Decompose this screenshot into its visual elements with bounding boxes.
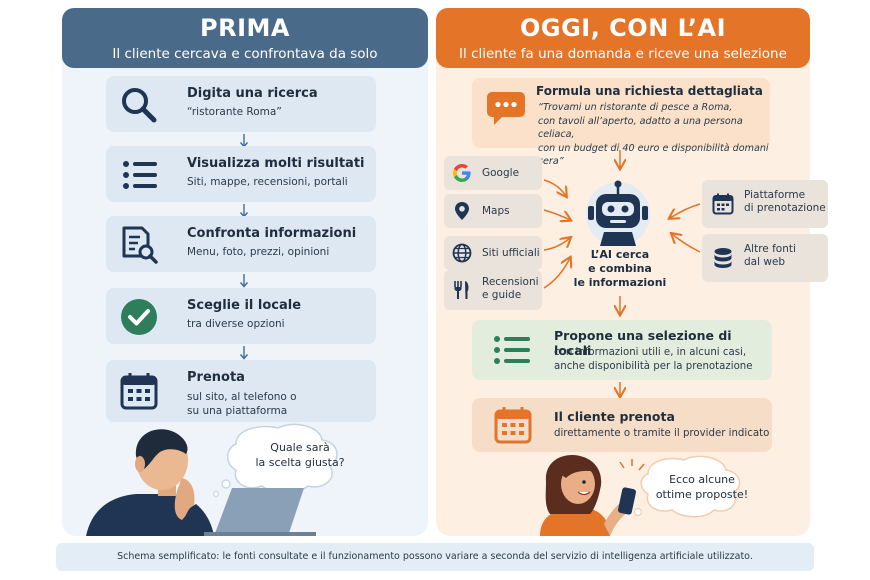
source-label-line: di prenotazione <box>744 202 826 214</box>
happy-person-illustration <box>540 455 741 536</box>
source-reviews: Recensioni e guide <box>444 270 542 310</box>
request-line: con un budget di 40 euro e disponibilità… <box>538 142 769 168</box>
source-booking-platforms: Piattaforme di prenotazione <box>702 180 828 228</box>
thought-line: Quale sarà <box>270 441 330 454</box>
step-title: Digita una ricerca <box>187 86 318 101</box>
robot-icon <box>586 180 650 246</box>
calendar-small-icon <box>712 193 734 215</box>
step-search: Digita una ricerca “ristorante Roma” <box>106 76 376 132</box>
source-label-line: Piattaforme <box>744 189 806 201</box>
step-results: Visualizza molti risultati Siti, mappe, … <box>106 146 376 202</box>
thinking-person-illustration <box>86 423 338 536</box>
step-desc: Siti, mappe, recensioni, portali <box>187 176 348 188</box>
request-title: Formula una richiesta dettagliata <box>536 84 763 98</box>
proposal-box: Propone una selezione di locali con info… <box>472 320 772 380</box>
globe-icon <box>452 243 472 263</box>
source-label: Altre fonti dal web <box>744 243 796 269</box>
step-title: Sceglie il locale <box>187 298 302 313</box>
thought-bubble: Quale sarà la scelta giusta? <box>238 440 362 470</box>
step-desc: “ristorante Roma” <box>187 106 282 118</box>
step-desc: Menu, foto, prezzi, opinioni <box>187 246 330 258</box>
request-line: “Trovami un ristorante di pesce a Roma, <box>538 102 733 113</box>
proposal-title: Propone una selezione di locali <box>554 328 732 358</box>
chat-bubble-icon <box>487 92 525 125</box>
calendar-icon <box>120 373 158 410</box>
ai-caption: L’AI cerca e combina le informazioni <box>560 248 680 290</box>
today-panel: OGGI, CON L’AI Il cliente fa una domanda… <box>436 8 828 536</box>
request-quote: “Trovami un ristorante di pesce a Roma, … <box>538 101 770 169</box>
step-desc-line: sul sito, al telefono o <box>187 391 297 403</box>
source-maps: Maps <box>444 194 542 228</box>
search-icon <box>122 88 157 123</box>
today-subtitle: Il cliente fa una domanda e riceve una s… <box>459 46 787 62</box>
source-label: Piattaforme di prenotazione <box>744 189 826 215</box>
request-box: Formula una richiesta dettagliata “Trova… <box>472 78 770 167</box>
source-other-web: Altre fonti dal web <box>702 234 828 282</box>
step-compare: Confronta informazioni Menu, foto, prezz… <box>106 216 376 272</box>
step-title: Prenota <box>187 370 245 385</box>
speech-line: ottime proposte! <box>655 488 749 501</box>
step-desc: tra diverse opzioni <box>187 318 285 330</box>
footer-note: Schema semplificato: le fonti consultate… <box>56 543 814 571</box>
map-pin-icon <box>455 202 469 220</box>
fork-knife-icon <box>454 281 469 299</box>
proposal-desc: con informazioni utili e, in alcuni casi… <box>554 346 753 374</box>
source-label: Maps <box>482 205 510 217</box>
ai-caption-line: e combina <box>588 262 652 275</box>
booking-title: Il cliente prenota <box>554 409 675 424</box>
before-panel: PRIMA Il cliente cercava e confrontava d… <box>62 8 428 536</box>
booking-desc: direttamente o tramite il provider indic… <box>554 428 770 439</box>
booking-box: Il cliente prenota direttamente o tramit… <box>472 398 772 452</box>
speech-line: Ecco alcune <box>669 473 735 486</box>
flow-arrows <box>543 150 701 536</box>
proposal-line: anche disponibilità per la prenotazione <box>554 361 753 372</box>
today-title: OGGI, CON L’AI <box>519 14 727 42</box>
source-official-sites: Siti ufficiali <box>444 236 542 270</box>
ai-caption-line: L’AI cerca <box>590 248 650 261</box>
step-desc: sul sito, al telefono o su una piattafor… <box>187 390 297 418</box>
source-label-line: dal web <box>744 256 786 268</box>
source-label-line: e guide <box>482 289 522 301</box>
step-title: Confronta informazioni <box>187 226 357 241</box>
source-google: Google <box>444 156 542 190</box>
list-icon <box>494 336 530 364</box>
thought-line: la scelta giusta? <box>255 456 345 469</box>
source-label-line: Altre fonti <box>744 243 796 255</box>
step-choose: Sceglie il locale tra diverse opzioni <box>106 288 376 344</box>
google-icon <box>453 164 471 182</box>
document-search-icon <box>122 226 158 264</box>
before-subtitle: Il cliente cercava e confrontava da solo <box>112 46 378 62</box>
source-label: Recensioni e guide <box>482 276 539 302</box>
source-label-line: Recensioni <box>482 276 539 288</box>
step-desc-line: su una piattaforma <box>187 405 288 417</box>
proposal-line: con informazioni utili e, in alcuni casi… <box>554 347 747 358</box>
today-header: OGGI, CON L’AI Il cliente fa una domanda… <box>436 8 810 68</box>
step-book: Prenota sul sito, al telefono o su una p… <box>106 360 376 422</box>
request-line: con tavoli all’aperto, adatto a una pers… <box>538 115 743 141</box>
before-header: PRIMA Il cliente cercava e confrontava d… <box>62 8 428 68</box>
speech-bubble: Ecco alcune ottime proposte! <box>648 472 756 502</box>
list-icon <box>123 161 157 189</box>
ai-caption-line: le informazioni <box>573 276 667 289</box>
source-label: Google <box>482 167 520 179</box>
step-title: Visualizza molti risultati <box>187 156 365 171</box>
before-title: PRIMA <box>200 14 290 42</box>
source-label: Siti ufficiali <box>482 247 540 259</box>
calendar-icon <box>494 407 532 444</box>
database-icon <box>714 248 732 268</box>
check-circle-icon <box>121 299 157 335</box>
arrow-down-icon <box>239 346 249 360</box>
arrow-down-icon <box>239 274 249 288</box>
